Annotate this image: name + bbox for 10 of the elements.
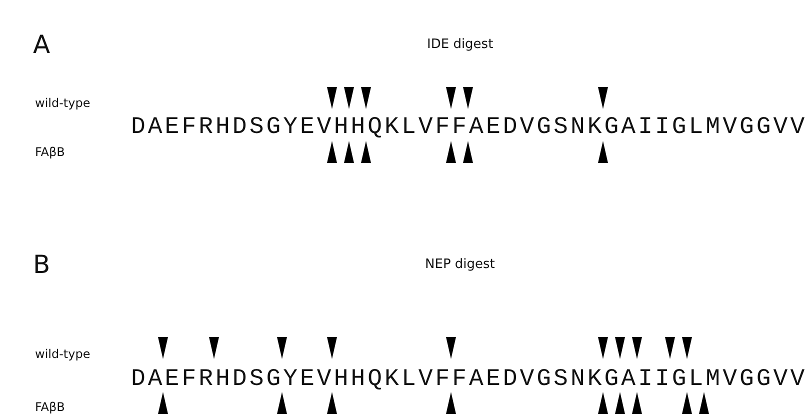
peptide-sequence: DAEFRHDSGYEVHHQKLVFFAEDVGSNKGAIIGLMVGGVV bbox=[131, 116, 808, 140]
panel-letter: B bbox=[33, 252, 50, 277]
panel-title: IDE digest bbox=[427, 38, 494, 51]
row-label: wild-type bbox=[35, 348, 90, 360]
panel-letter: A bbox=[33, 32, 50, 57]
peptide-sequence: DAEFRHDSGYEVHHQKLVFFAEDVGSNKGAIIGLMVGGVV bbox=[131, 368, 808, 392]
row-label: FAβB bbox=[35, 401, 65, 413]
panel-title: NEP digest bbox=[425, 258, 495, 271]
row-label: FAβB bbox=[35, 146, 65, 158]
row-label: wild-type bbox=[35, 97, 90, 109]
